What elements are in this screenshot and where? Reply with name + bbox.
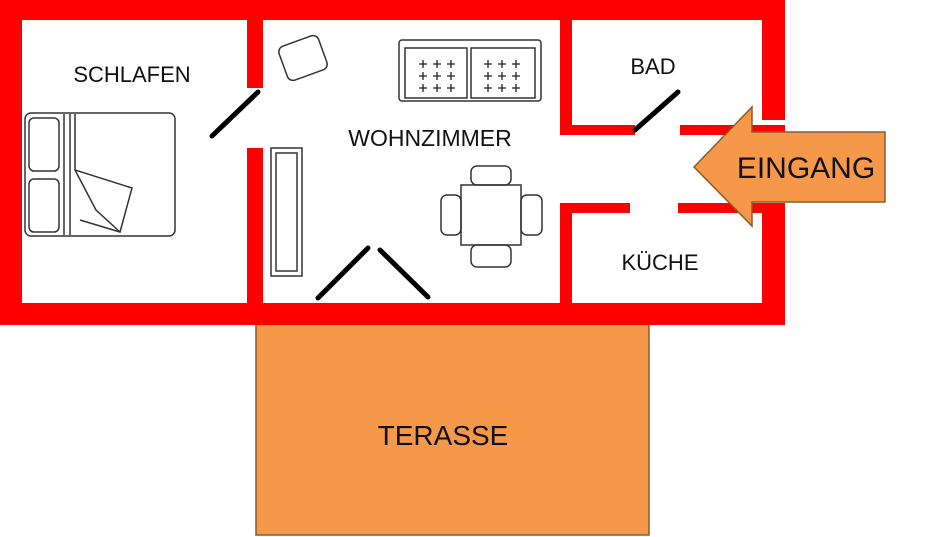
wall-kitchen-top-right (678, 203, 785, 213)
room-label-terasse: TERASSE (378, 420, 509, 451)
entrance-label: EINGANG (737, 152, 875, 185)
door-bedroom (209, 89, 261, 139)
sofa-cushion-pattern (419, 60, 520, 92)
cabinet-icon (270, 147, 303, 277)
entrance-arrow (692, 105, 886, 228)
door-terrace-left (315, 245, 371, 301)
wall-left (0, 0, 22, 325)
wall-bed-living-lower (247, 148, 263, 325)
walls (0, 0, 785, 325)
sofa-icon (398, 39, 542, 102)
wall-top (0, 0, 785, 20)
armchair-icon (278, 34, 328, 82)
wall-living-kitchen-lower (560, 203, 572, 325)
room-label-wohnzimmer: WOHNZIMMER (348, 125, 512, 151)
wall-bed-living-upper (247, 0, 263, 88)
doors (209, 89, 681, 301)
dining-table-icon (440, 165, 543, 268)
room-label-kueche: KÜCHE (621, 250, 698, 275)
wall-living-bath-upper (560, 0, 572, 130)
wall-bath-bottom-left (560, 125, 635, 135)
door-terrace-right (377, 247, 431, 300)
wall-kitchen-top-left (560, 203, 630, 213)
wall-right-lower (762, 212, 785, 325)
wall-bottom (0, 303, 785, 325)
door-bathroom (632, 89, 681, 133)
terrace-area (255, 322, 650, 536)
room-label-schlafen: SCHLAFEN (73, 62, 190, 87)
wall-right-upper (762, 0, 785, 120)
bed-icon (24, 112, 176, 237)
room-label-bad: BAD (630, 54, 675, 79)
